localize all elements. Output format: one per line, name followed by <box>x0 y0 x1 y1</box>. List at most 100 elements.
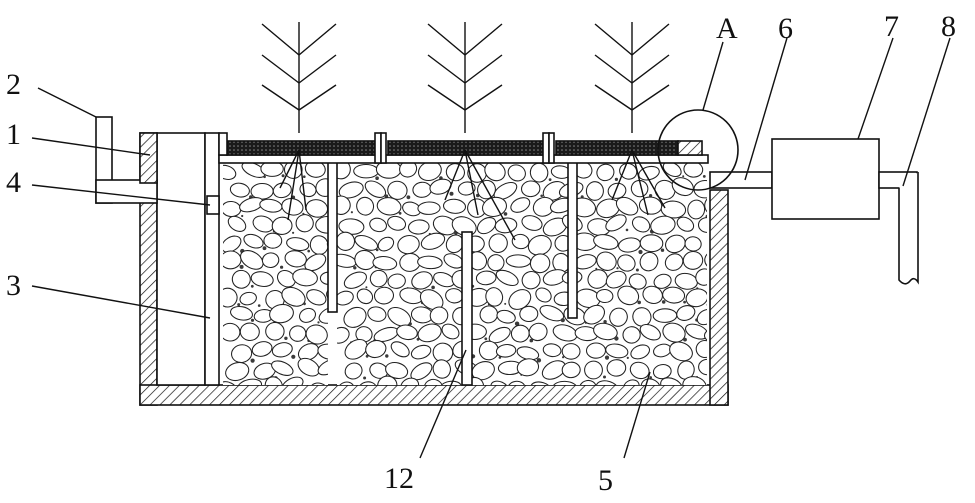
inlet-pipe-cover <box>139 132 158 184</box>
support-post-4 <box>548 132 555 164</box>
gravel-stone <box>495 344 517 358</box>
gravel-stone <box>364 180 387 198</box>
gravel-stone <box>353 163 380 179</box>
gravel-grit <box>536 358 542 363</box>
gravel-stone <box>662 286 686 304</box>
gravel-stone <box>507 164 526 182</box>
leader-1 <box>31 137 151 156</box>
gravel-stone <box>695 268 707 286</box>
gravel-stone <box>520 180 541 198</box>
gravel-stone <box>263 232 283 249</box>
gravel-grit <box>239 264 244 269</box>
gravel-stone <box>595 288 614 304</box>
gravel-stone <box>419 289 444 311</box>
gravel-stone <box>609 307 628 327</box>
gravel-grit <box>635 268 639 272</box>
gravel-stone <box>369 217 387 233</box>
gravel-stone <box>682 376 707 385</box>
support-post-2 <box>380 132 387 164</box>
gravel-stone <box>619 163 638 180</box>
gravel-stone <box>676 305 696 321</box>
gravel-stone <box>286 237 310 252</box>
gravel-grit <box>398 211 402 215</box>
gravel-stone <box>561 361 581 379</box>
gravel-stone <box>507 380 526 385</box>
gravel-stone <box>344 338 368 360</box>
baffle-upper-1 <box>327 159 338 313</box>
gravel-stone <box>682 250 704 270</box>
gravel-grit <box>375 248 379 252</box>
gravel-stone <box>281 198 304 216</box>
gravel-stone <box>369 362 389 379</box>
gravel-stone <box>223 287 238 308</box>
gravel-stone <box>271 360 294 376</box>
gravel-stone <box>653 273 672 289</box>
label-8: 8 <box>941 10 956 43</box>
plant-3 <box>594 22 670 216</box>
gravel-stones-1 <box>223 163 328 385</box>
gravel-stone <box>579 379 597 385</box>
gravel-stone <box>662 322 686 343</box>
gravel-grit <box>317 321 320 324</box>
gravel-stone <box>223 250 242 270</box>
gravel-stone <box>487 254 505 272</box>
gravel-stone <box>593 234 619 250</box>
gravel-stone <box>535 287 552 303</box>
label-4: 4 <box>6 166 21 199</box>
gravel-stone <box>338 181 364 199</box>
gravel-stone <box>490 380 510 385</box>
gravel-grit <box>263 175 266 179</box>
gravel-stone <box>223 381 239 385</box>
gravel-stone <box>510 197 531 213</box>
gravel-grit <box>682 175 685 178</box>
gravel-stone <box>660 377 684 385</box>
gravel-stone <box>451 216 477 237</box>
gravel-stone <box>585 342 607 359</box>
leader-8 <box>902 37 951 187</box>
pump-box-7 <box>771 138 880 220</box>
gravel-stone <box>357 381 378 385</box>
gravel-stone <box>684 323 707 340</box>
leader-4 <box>31 184 211 206</box>
gravel-stone <box>225 361 250 382</box>
gravel-stone <box>281 286 306 307</box>
part-labels: 2 1 4 3 A 6 7 8 12 5 <box>6 10 956 497</box>
gravel-stone <box>660 200 687 219</box>
gravel-stone <box>306 289 327 306</box>
gravel-stone <box>269 303 294 324</box>
gravel-grit <box>649 194 653 198</box>
gravel-grit <box>661 300 666 304</box>
gravel-stone <box>639 323 661 341</box>
gravel-grit <box>603 375 606 379</box>
gravel-stone <box>542 343 562 358</box>
gravel-stone <box>417 201 441 215</box>
top-cap-left <box>218 132 228 156</box>
gravel-stone <box>304 253 327 272</box>
gravel-grit <box>683 300 686 304</box>
gravel-stone <box>385 361 409 380</box>
gravel-stone <box>529 253 551 274</box>
gravel-stone <box>629 361 650 380</box>
gravel-stone <box>485 287 504 307</box>
gravel-stone <box>260 163 284 177</box>
gravel-stone <box>281 376 304 385</box>
gravel-stone <box>685 288 707 308</box>
gravel-stone <box>372 255 398 271</box>
gravel-grit <box>514 321 520 326</box>
gravel-stone <box>271 342 293 358</box>
gravel-stone <box>410 344 432 360</box>
inlet-chamber-wall <box>156 132 206 386</box>
gravel-stone <box>605 214 627 232</box>
gravel-stone <box>662 163 682 178</box>
gravel-stone <box>337 163 351 180</box>
gravel-stone <box>319 271 328 285</box>
gravel-stone <box>665 234 686 254</box>
label-7: 7 <box>884 10 899 43</box>
label-1: 1 <box>6 118 21 151</box>
gravel-grit <box>284 336 288 340</box>
gravel-stone <box>654 179 676 200</box>
gravel-grit <box>638 249 643 255</box>
gravel-stone <box>227 215 247 232</box>
leader-3 <box>31 285 211 319</box>
